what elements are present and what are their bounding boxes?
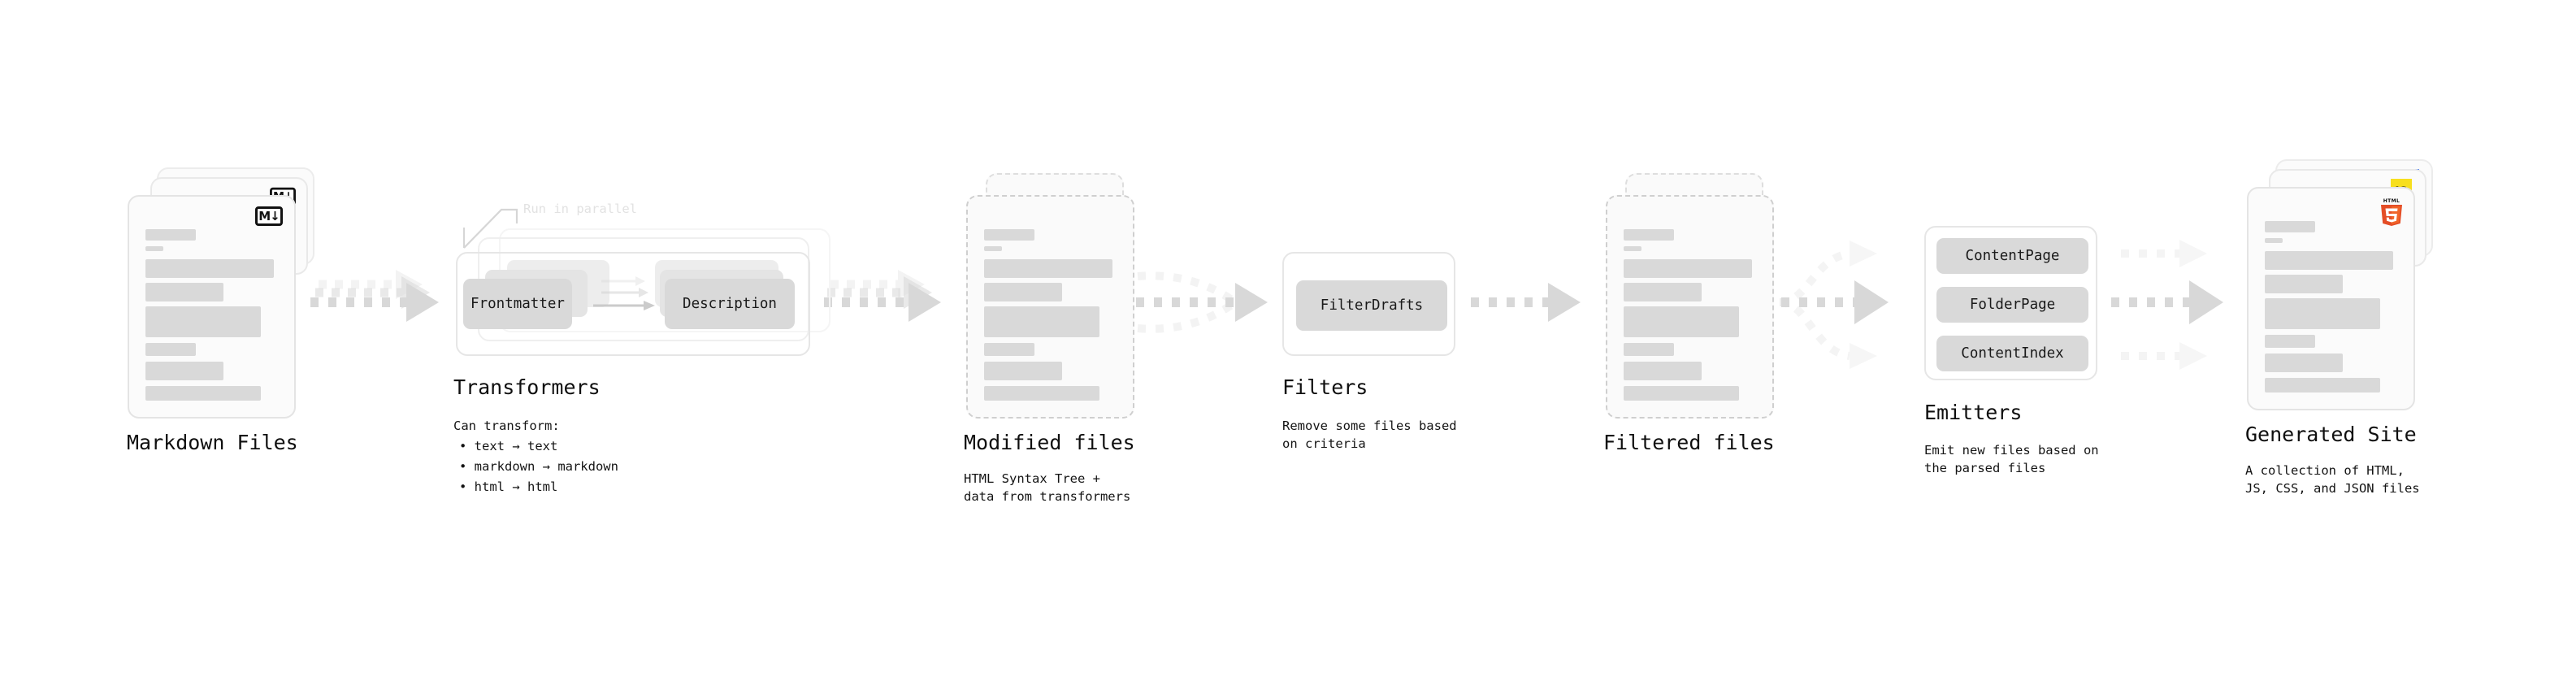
skeleton-line (145, 306, 261, 337)
emitters-box: ContentPage FolderPage ContentIndex (1924, 226, 2097, 380)
markdown-card-front: M↓ (128, 195, 296, 419)
skeleton-line (984, 362, 1062, 380)
skeleton-line (1624, 259, 1752, 278)
transformers-chip-frontmatter[interactable]: Frontmatter (463, 279, 572, 329)
skeleton-line (1624, 283, 1702, 301)
skeleton-line (1624, 306, 1739, 337)
skeleton-line (984, 246, 1002, 251)
skeleton-line (2265, 238, 2283, 243)
html5-badge-svg: HTML (2381, 198, 2402, 226)
emitters-chip-contentpage[interactable]: ContentPage (1936, 238, 2088, 274)
skeleton-line (1624, 386, 1739, 401)
transformers-chip-description[interactable]: Description (665, 279, 795, 329)
skeleton-line (145, 362, 223, 380)
run-in-parallel-annotation: Run in parallel (523, 202, 637, 216)
connector-filters-to-filtered (1471, 283, 1581, 322)
svg-text:HTML: HTML (2383, 198, 2400, 204)
stage-title-modified-files: Modified files (964, 431, 1135, 454)
connector-modified-to-filters (1136, 271, 1268, 333)
filters-box: FilterDrafts (1282, 252, 1455, 356)
transformers-desc: Can transform: (453, 419, 560, 433)
skeleton-line (2265, 378, 2380, 393)
skeleton-line (2265, 251, 2393, 270)
skeleton-line (984, 343, 1034, 356)
transformers-bullet-list: • text → text • markdown → markdown • ht… (459, 436, 618, 497)
filters-desc: Remove some files based on criteria (1282, 419, 1457, 451)
transformers-inner-arrows (593, 276, 655, 310)
skeleton-line (984, 283, 1062, 301)
skeleton-line (984, 386, 1099, 401)
transformers-box-front (456, 252, 810, 356)
skeleton-line (2265, 335, 2315, 348)
filters-chip-filterdrafts[interactable]: FilterDrafts (1296, 280, 1447, 331)
connector-markdown-to-transformers (310, 270, 439, 322)
stage-title-transformers: Transformers (453, 375, 601, 399)
skeleton-line (984, 259, 1112, 278)
filtered-card-front (1606, 195, 1774, 419)
modified-card-front (966, 195, 1134, 419)
list-item: • markdown → markdown (459, 459, 618, 475)
connector-emitters-to-site (2111, 240, 2223, 370)
skeleton-line (984, 306, 1099, 337)
skeleton-line (145, 386, 261, 401)
emitters-desc: Emit new files based on the parsed files (1924, 443, 2099, 475)
skeleton-line (2265, 354, 2343, 372)
list-item: • text → text (459, 439, 558, 453)
modified-files-desc: HTML Syntax Tree + data from transformer… (964, 471, 1131, 504)
skeleton-line (1624, 362, 1702, 380)
html5-badge-icon: HTML (2379, 197, 2404, 226)
stage-title-emitters: Emitters (1924, 401, 2023, 424)
markdown-badge-icon: M↓ (255, 206, 283, 226)
skeleton-line (145, 283, 223, 301)
connector-filtered-to-emitters (1763, 241, 1889, 369)
emitters-chip-contentindex[interactable]: ContentIndex (1936, 336, 2088, 371)
skeleton-line (1624, 246, 1641, 251)
connector-transformers-to-modified (824, 270, 941, 322)
stage-title-markdown-files: Markdown Files (127, 431, 298, 454)
site-card-front: HTML (2247, 187, 2415, 410)
list-item: • html → html (459, 479, 558, 495)
skeleton-line (145, 343, 196, 356)
skeleton-line (2265, 275, 2343, 293)
skeleton-line (2265, 298, 2380, 329)
skeleton-line (2265, 221, 2315, 232)
skeleton-line (145, 229, 196, 241)
skeleton-line (1624, 343, 1674, 356)
skeleton-line (984, 229, 1034, 241)
skeleton-line (145, 259, 274, 278)
skeleton-line (145, 246, 163, 251)
skeleton-line (1624, 229, 1674, 241)
emitters-chip-folderpage[interactable]: FolderPage (1936, 287, 2088, 323)
stage-title-filters: Filters (1282, 375, 1368, 399)
stage-title-filtered-files: Filtered files (1603, 431, 1775, 454)
generated-site-desc: A collection of HTML, JS, CSS, and JSON … (2245, 463, 2420, 496)
stage-title-generated-site: Generated Site (2245, 423, 2417, 446)
